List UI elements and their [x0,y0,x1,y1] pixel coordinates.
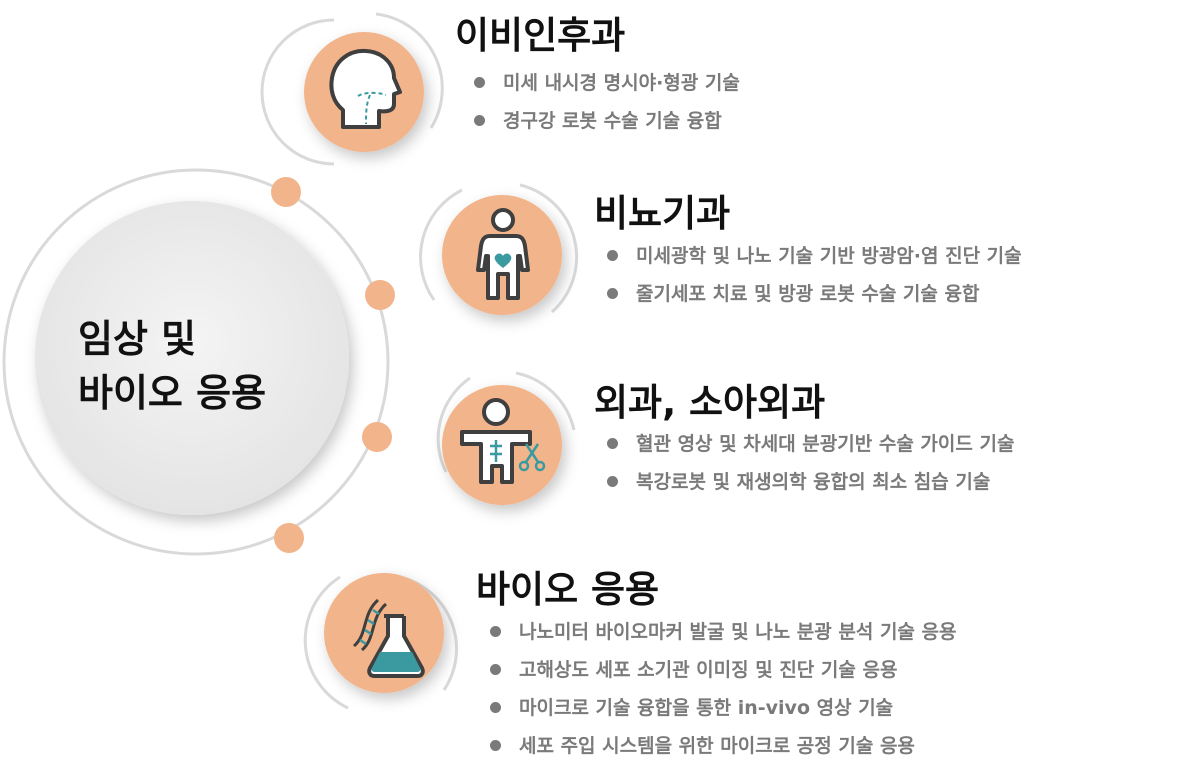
list-item: 경구강 로봇 수술 기술 융합 [474,102,740,140]
bullet-list-surgery: 혈관 영상 및 차세대 분광기반 수술 가이드 기술 복강로봇 및 재생의학 융… [607,425,1014,501]
list-item: 고해상도 세포 소기관 이미징 및 진단 기술 응용 [490,651,956,689]
list-item: 나노미터 바이오마커 발굴 및 나노 분광 분석 기술 응용 [490,613,956,651]
node-ent [260,12,444,166]
list-item: 줄기세포 치료 및 방광 로봇 수술 기술 융합 [607,275,1022,313]
section-title-urology: 비뇨기과 [594,192,731,235]
node-surgery [436,371,576,505]
child-body-scissors-icon [460,398,546,484]
outer-ring [2,168,390,556]
node-bio [303,573,458,710]
list-item: 혈관 영상 및 차세대 분광기반 수술 가이드 기술 [607,425,1014,463]
head-profile-icon [329,48,402,129]
bullet-list-ent: 미세 내시경 명시야·형광 기술 경구강 로봇 수술 기술 융합 [474,64,740,140]
node-urology [419,183,579,315]
center-title-line2: 바이오 응용 [78,371,267,415]
center-circle [35,201,349,515]
bullet-list-urology: 미세광학 및 나노 기술 기반 방광암·염 진단 기술 줄기세포 치료 및 방광… [607,237,1022,313]
section-title-bio: 바이오 응용 [476,568,660,611]
body-with-heart-icon [476,208,530,300]
list-item: 미세광학 및 나노 기술 기반 방광암·염 진단 기술 [607,237,1022,275]
connector-dot-4 [274,523,304,553]
center-title-line1: 임상 및 [78,317,197,361]
connector-dot-3 [362,422,392,452]
section-title-surgery: 외과, 소아외과 [594,381,826,424]
connector-dot-2 [365,280,395,310]
connector-dot-1 [271,177,301,207]
list-item: 마이크로 기술 융합을 통한 in-vivo 영상 기술 [490,689,956,727]
list-item: 미세 내시경 명시야·형광 기술 [474,64,740,102]
dna-flask-icon [352,598,425,678]
center-title: 임상 및 바이오 응용 [78,312,338,420]
section-title-ent: 이비인후과 [455,14,626,57]
list-item: 복강로봇 및 재생의학 융합의 최소 침습 기술 [607,463,1014,501]
list-item: 세포 주입 시스템을 위한 마이크로 공정 기술 응용 [490,727,956,765]
bullet-list-bio: 나노미터 바이오마커 발굴 및 나노 분광 분석 기술 응용 고해상도 세포 소… [490,613,956,765]
